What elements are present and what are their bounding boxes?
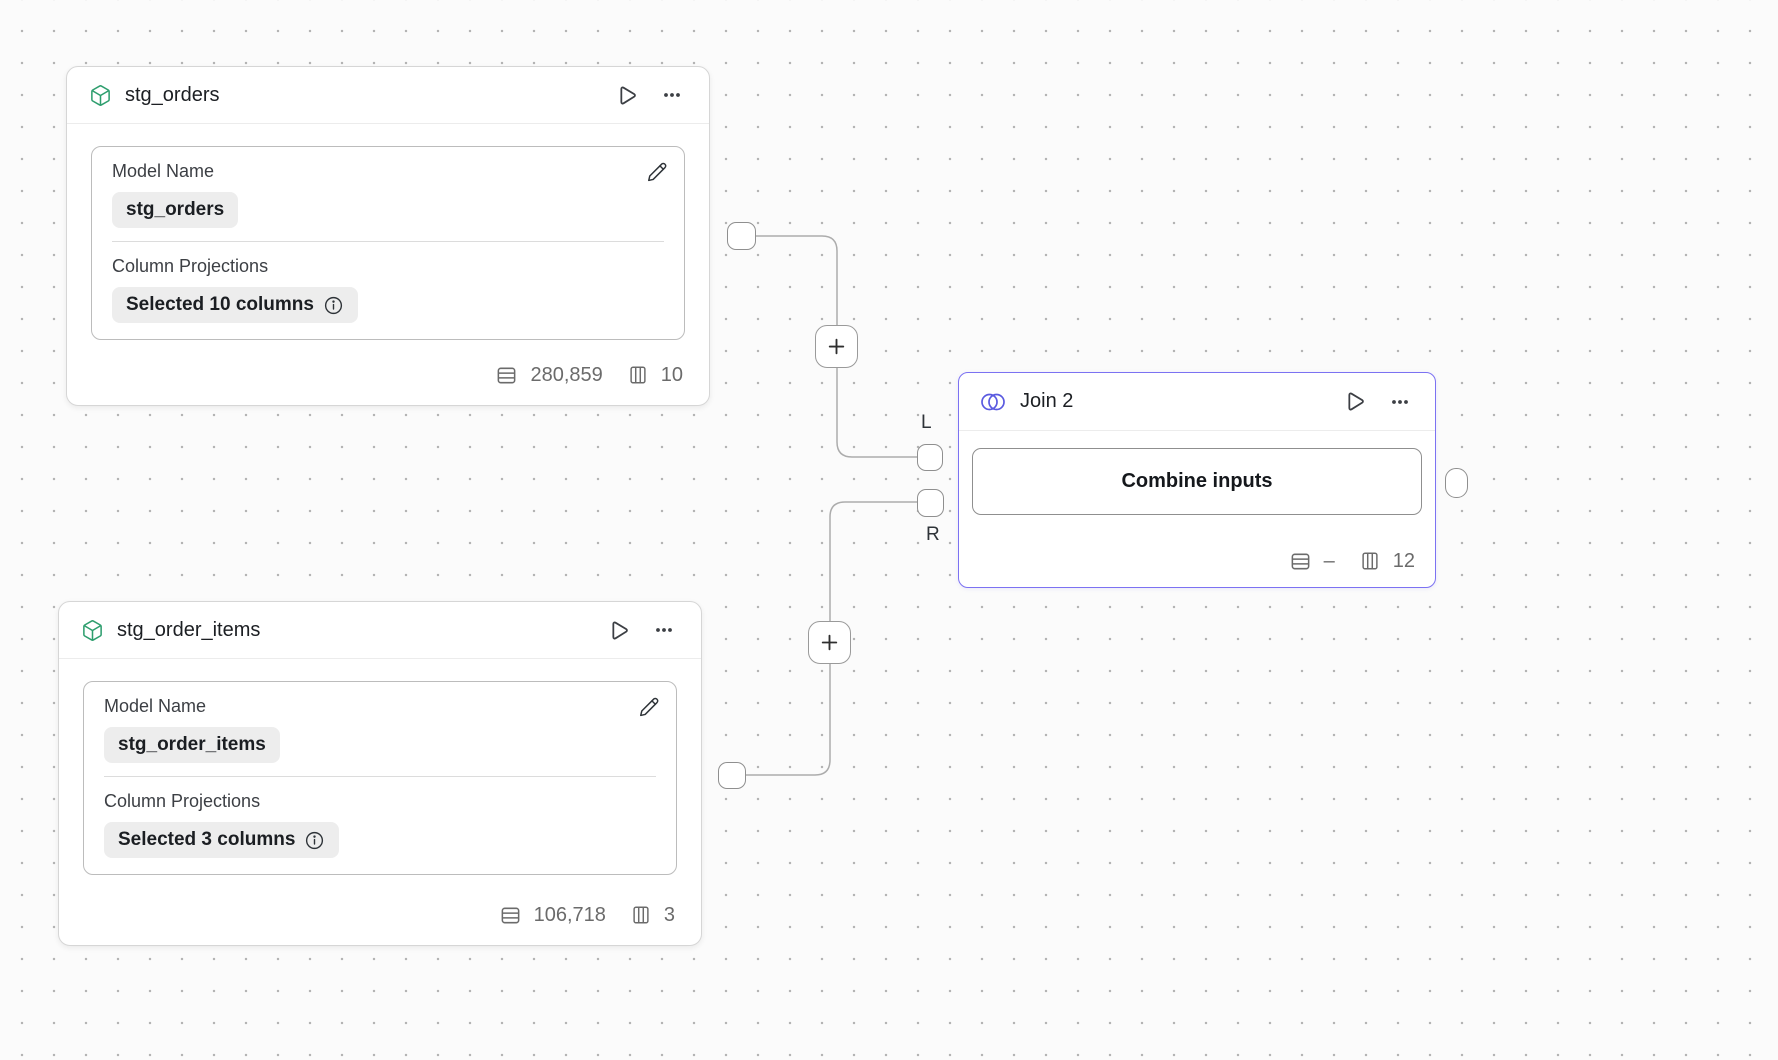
play-icon xyxy=(619,86,636,104)
node-header: Join 2 xyxy=(959,373,1435,431)
node-header: stg_order_items xyxy=(59,602,701,659)
node-title: stg_order_items xyxy=(117,618,261,641)
table-columns-icon xyxy=(630,366,646,384)
output-port-join[interactable] xyxy=(1445,468,1468,498)
left-port-label: L xyxy=(921,412,932,433)
model-name-badge: stg_order_items xyxy=(104,727,280,763)
node-title: Join 2 xyxy=(1020,390,1074,412)
node-body: Combine inputs xyxy=(959,431,1435,515)
edit-model-name-button[interactable] xyxy=(634,692,664,722)
node-footer: 280,859 10 xyxy=(67,363,709,405)
column-projections-value: Selected 10 columns xyxy=(126,294,314,315)
run-node-button[interactable] xyxy=(610,80,640,110)
join-left-input-port[interactable] xyxy=(917,444,943,471)
divider xyxy=(112,241,664,242)
column-projections-label: Column Projections xyxy=(112,256,269,276)
column-projections-value: Selected 3 columns xyxy=(118,829,296,850)
node-menu-button[interactable] xyxy=(657,80,687,110)
model-name-badge: stg_orders xyxy=(112,192,239,228)
node-menu-button[interactable] xyxy=(649,615,679,645)
output-port-stg-orders[interactable] xyxy=(727,222,756,250)
column-count-value: 3 xyxy=(663,904,675,926)
cube-icon xyxy=(89,84,112,107)
ellipsis-icon xyxy=(656,628,672,632)
venn-icon xyxy=(979,390,1007,414)
add-node-on-edge-button[interactable] xyxy=(815,325,858,368)
node-menu-button[interactable] xyxy=(1385,387,1415,417)
row-count-stat: – xyxy=(1289,549,1335,573)
model-config-card: Model Name stg_order_items Column Projec… xyxy=(83,681,677,875)
info-icon xyxy=(306,831,324,849)
edit-model-name-button[interactable] xyxy=(642,157,672,187)
column-count-value: 12 xyxy=(1392,550,1415,572)
row-count-value: 280,859 xyxy=(530,364,603,386)
table-columns-icon xyxy=(633,906,649,924)
row-count-stat: 280,859 xyxy=(495,363,603,387)
pencil-icon xyxy=(640,697,659,717)
column-projections-badge[interactable]: Selected 3 columns xyxy=(104,822,340,858)
info-icon xyxy=(324,296,343,314)
pencil-icon xyxy=(648,162,667,182)
play-icon xyxy=(1347,392,1364,411)
join-right-input-port[interactable] xyxy=(917,489,944,517)
plus-icon xyxy=(828,338,845,355)
node-join-2[interactable]: Join 2 Combine inputs – xyxy=(958,372,1436,588)
column-count-stat: 10 xyxy=(627,363,683,387)
node-footer: 106,718 3 xyxy=(59,903,701,945)
column-count-stat: 12 xyxy=(1359,549,1415,573)
node-title: stg_orders xyxy=(125,83,220,106)
node-header: stg_orders xyxy=(67,67,709,124)
model-name-label: Model Name xyxy=(104,696,207,716)
ellipsis-icon xyxy=(664,93,680,97)
table-rows-icon xyxy=(1291,553,1310,569)
table-rows-icon xyxy=(498,367,516,383)
node-body: Model Name stg_order_items Column Projec… xyxy=(59,659,701,875)
run-node-button[interactable] xyxy=(602,615,632,645)
node-stg-order-items[interactable]: stg_order_items xyxy=(58,601,702,946)
node-footer: – 12 xyxy=(959,549,1435,587)
model-name-value: stg_order_items xyxy=(118,734,266,755)
column-projections-label: Column Projections xyxy=(104,791,261,811)
ellipsis-icon xyxy=(1392,399,1408,404)
plus-icon xyxy=(821,634,838,651)
row-count-value: – xyxy=(1323,550,1335,572)
model-name-value: stg_orders xyxy=(126,199,225,220)
add-node-on-edge-button[interactable] xyxy=(808,621,851,664)
cube-icon xyxy=(81,619,104,642)
play-icon xyxy=(611,621,628,639)
divider xyxy=(104,776,656,777)
table-rows-icon xyxy=(501,907,519,923)
right-port-label: R xyxy=(926,524,940,545)
column-projections-badge[interactable]: Selected 10 columns xyxy=(112,287,358,323)
row-count-value: 106,718 xyxy=(533,904,606,926)
model-name-label: Model Name xyxy=(112,161,215,181)
row-count-stat: 106,718 xyxy=(499,903,606,927)
output-port-stg-order-items[interactable] xyxy=(718,762,746,789)
model-config-card: Model Name stg_orders Column Projections… xyxy=(91,146,685,340)
node-body: Model Name stg_orders Column Projections… xyxy=(67,124,709,340)
column-count-stat: 3 xyxy=(630,903,675,927)
combine-inputs-button[interactable]: Combine inputs xyxy=(972,448,1422,515)
table-columns-icon xyxy=(1362,552,1378,570)
column-count-value: 10 xyxy=(660,364,683,386)
run-node-button[interactable] xyxy=(1338,387,1368,417)
node-stg-orders[interactable]: stg_orders Model xyxy=(66,66,710,406)
